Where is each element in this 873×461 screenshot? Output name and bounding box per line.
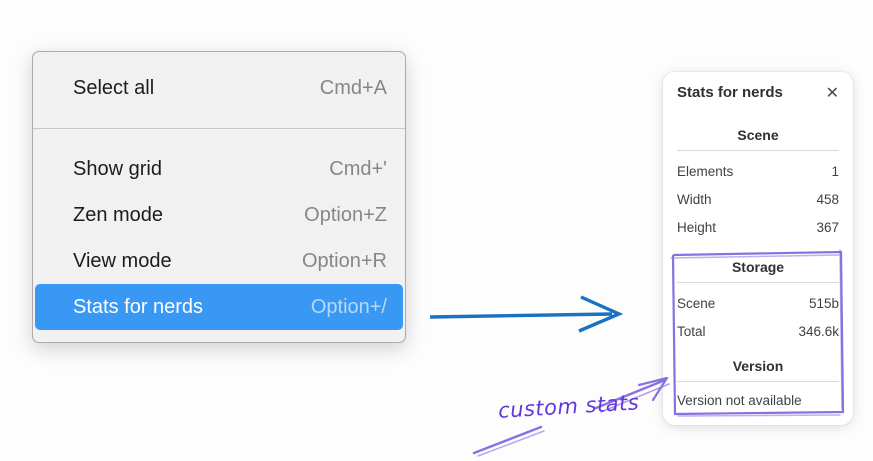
stat-value: 1	[831, 163, 839, 179]
menu-item-shortcut: Cmd+'	[329, 157, 387, 180]
section-heading-scene: Scene	[737, 127, 779, 143]
section-divider	[677, 381, 839, 382]
menu-separator	[33, 128, 405, 129]
menu-item-shortcut: Option+Z	[304, 203, 387, 226]
menu-item-select-all[interactable]: Select all Cmd+A	[33, 65, 405, 111]
stat-row-scene-storage: Scene 515b	[677, 289, 839, 317]
menu-item-zen-mode[interactable]: Zen mode Option+Z	[33, 192, 405, 238]
blue-arrow	[429, 295, 624, 333]
stat-label: Width	[677, 191, 712, 207]
section-heading-version: Version	[732, 358, 784, 374]
annotation-label: custom stats	[497, 390, 640, 423]
stat-value: 458	[816, 191, 839, 207]
stat-row-total-storage: Total 346.6k	[677, 317, 839, 345]
menu-item-show-grid[interactable]: Show grid Cmd+'	[33, 146, 405, 192]
stat-label: Height	[677, 219, 717, 235]
close-icon[interactable]: ✕	[825, 82, 839, 102]
section-divider	[677, 282, 839, 283]
menu-item-label: Show grid	[73, 157, 162, 180]
section-divider	[677, 150, 839, 151]
menu-item-label: Stats for nerds	[73, 295, 204, 318]
stat-label: Elements	[677, 163, 734, 179]
stat-value: 367	[816, 219, 839, 235]
menu-item-shortcut: Option+/	[310, 295, 387, 318]
section-heading-storage: Storage	[731, 259, 785, 275]
stat-row-height: Height 367	[677, 213, 839, 241]
stats-panel-header: Stats for nerds ✕	[677, 84, 839, 101]
stats-panel-title: Stats for nerds	[677, 84, 783, 101]
stats-panel: Stats for nerds ✕ Scene Elements 1 Width…	[663, 72, 853, 425]
stat-row-width: Width 458	[677, 185, 839, 213]
stat-value: 346.6k	[798, 323, 839, 339]
version-note: Version not available	[677, 392, 802, 408]
stat-label: Scene	[677, 295, 716, 311]
menu-item-view-mode[interactable]: View mode Option+R	[33, 238, 405, 284]
menu-item-stats-for-nerds[interactable]: Stats for nerds Option+/	[35, 284, 403, 330]
menu-item-shortcut: Option+R	[301, 249, 387, 272]
menu-item-label: Zen mode	[73, 203, 164, 226]
menu-item-label: Select all	[73, 76, 155, 99]
stat-label: Total	[677, 323, 706, 339]
menu-item-label: View mode	[73, 249, 172, 272]
menu-item-shortcut: Cmd+A	[319, 76, 387, 99]
context-menu: Select all Cmd+A Show grid Cmd+' Zen mod…	[32, 51, 406, 343]
stat-value: 515b	[808, 295, 839, 311]
stat-row-elements: Elements 1	[677, 157, 839, 185]
